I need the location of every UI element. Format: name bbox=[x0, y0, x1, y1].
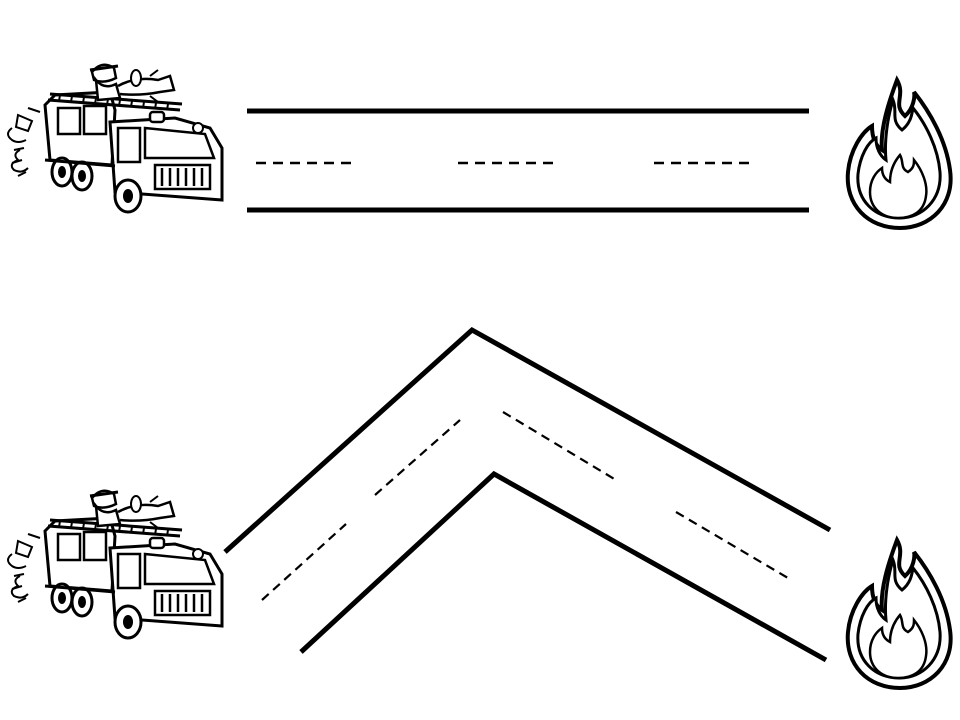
row-1 bbox=[6, 63, 953, 230]
flame-icon bbox=[845, 78, 953, 230]
row-2 bbox=[6, 326, 953, 690]
peaked-road bbox=[223, 326, 832, 663]
trace-line-dashed-2[interactable] bbox=[374, 419, 461, 496]
straight-road bbox=[247, 108, 809, 213]
trace-line-dashed-3[interactable] bbox=[502, 411, 617, 481]
road-bottom-edge bbox=[299, 470, 828, 663]
fire-truck-icon bbox=[6, 63, 224, 214]
trace-line-dashed-1[interactable] bbox=[261, 523, 347, 601]
flame-icon bbox=[845, 538, 953, 690]
trace-line-dashed-4[interactable] bbox=[675, 511, 789, 579]
fire-truck-icon bbox=[6, 489, 224, 640]
road-top-edge bbox=[223, 326, 832, 554]
